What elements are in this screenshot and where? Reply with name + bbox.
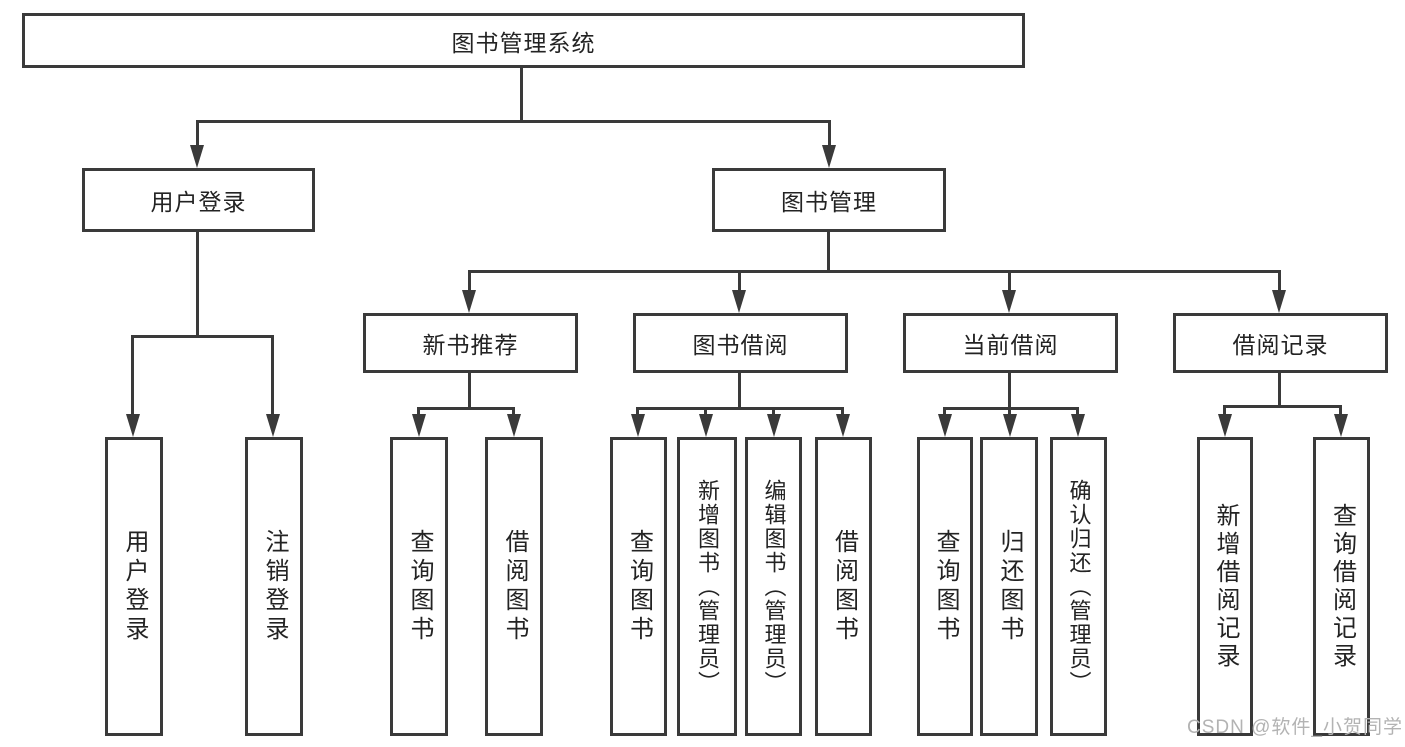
arrow-down-icon	[631, 414, 645, 437]
arrow-down-icon	[1218, 414, 1232, 437]
arrow-down-icon	[732, 290, 746, 313]
arrow-down-icon	[462, 290, 476, 313]
connector-user-login-split	[132, 335, 274, 338]
connector-stem-leaf	[271, 335, 274, 415]
connector-book-management-drop	[827, 232, 830, 270]
node-user-login-label: 用户登录	[150, 189, 247, 215]
leaf-query-books-current-label: 查询图书	[932, 528, 959, 645]
arrow-down-icon	[412, 414, 426, 437]
arrow-down-icon	[1002, 290, 1016, 313]
arrow-down-icon	[1334, 414, 1348, 437]
connector-new-book-drop	[468, 373, 471, 407]
arrow-down-icon	[836, 414, 850, 437]
csdn-watermark: CSDN @软件_小贺同学	[1187, 717, 1403, 738]
leaf-return-books: 归还图书	[980, 437, 1038, 736]
arrow-down-icon	[266, 414, 280, 437]
arrow-down-icon	[1272, 290, 1286, 313]
connector-stem-leaf	[943, 407, 946, 417]
connector-stem-leaf	[417, 407, 420, 417]
connector-borrow-record-drop	[1278, 373, 1281, 405]
node-book-management-label: 图书管理	[781, 189, 877, 215]
node-library-management-system: 图书管理系统	[22, 13, 1025, 68]
node-borrow-record-label: 借阅记录	[1232, 332, 1329, 358]
leaf-query-books-newbook-label: 查询图书	[406, 528, 433, 645]
leaf-user-login: 用户登录	[105, 437, 163, 736]
leaf-logout-login: 注销登录	[245, 437, 303, 736]
connector-root-split	[197, 120, 831, 123]
connector-current-borrow-split	[944, 407, 1078, 410]
node-new-book-recommend-label: 新书推荐	[422, 332, 519, 358]
arrow-down-icon	[767, 414, 781, 437]
connector-current-borrow-drop	[1008, 373, 1011, 407]
connector-book-borrow-drop	[738, 373, 741, 407]
connector-new-book-split	[418, 407, 515, 410]
connector-stem-new-book	[468, 270, 471, 292]
leaf-borrow-books: 借阅图书	[815, 437, 872, 736]
node-book-management: 图书管理	[712, 168, 946, 232]
leaf-borrow-books-newbook-label: 借阅图书	[501, 528, 528, 645]
arrow-down-icon	[699, 414, 713, 437]
connector-stem-borrow-record	[1278, 270, 1281, 292]
leaf-confirm-return-admin: 确认归还（管理员）	[1050, 437, 1107, 736]
leaf-add-books-admin: 新增图书（管理员）	[677, 437, 737, 736]
connector-stem-leaf	[772, 407, 775, 417]
leaf-logout-login-label: 注销登录	[261, 528, 288, 645]
leaf-add-borrow-record: 新增借阅记录	[1197, 437, 1253, 736]
leaf-query-books-borrow: 查询图书	[610, 437, 667, 736]
leaf-return-books-label: 归还图书	[996, 528, 1023, 645]
arrow-down-icon	[126, 414, 140, 437]
connector-stem-book-management	[828, 120, 831, 147]
connector-stem-leaf	[704, 407, 707, 417]
connector-level3-split	[469, 270, 1281, 273]
leaf-query-books-borrow-label: 查询图书	[625, 528, 653, 645]
leaf-edit-books-admin-label: 编辑图书（管理员）	[761, 478, 787, 695]
node-borrow-record: 借阅记录	[1173, 313, 1388, 373]
leaf-query-books-current: 查询图书	[917, 437, 973, 736]
node-book-borrow: 图书借阅	[633, 313, 848, 373]
connector-stem-leaf	[1223, 405, 1226, 417]
node-current-borrow-label: 当前借阅	[962, 332, 1059, 358]
connector-stem-leaf	[1008, 407, 1011, 417]
connector-stem-leaf	[1076, 407, 1079, 417]
connector-stem-leaf	[841, 407, 844, 417]
connector-stem-leaf	[636, 407, 639, 417]
connector-stem-user-login	[196, 120, 199, 147]
leaf-query-borrow-record-label: 查询借阅记录	[1328, 502, 1356, 671]
connector-stem-leaf	[512, 407, 515, 417]
leaf-query-books-newbook: 查询图书	[390, 437, 448, 736]
connector-book-borrow-split	[637, 407, 844, 410]
arrow-down-icon	[507, 414, 521, 437]
node-current-borrow: 当前借阅	[903, 313, 1118, 373]
connector-stem-leaf	[1339, 405, 1342, 417]
connector-stem-current-borrow	[1008, 270, 1011, 292]
leaf-edit-books-admin: 编辑图书（管理员）	[745, 437, 802, 736]
arrow-down-icon	[938, 414, 952, 437]
arrow-down-icon	[1071, 414, 1085, 437]
node-new-book-recommend: 新书推荐	[363, 313, 578, 373]
leaf-user-login-label: 用户登录	[121, 528, 148, 645]
node-book-borrow-label: 图书借阅	[692, 332, 789, 358]
connector-root-drop	[520, 68, 523, 120]
connector-user-login-drop	[196, 232, 199, 335]
leaf-borrow-books-label: 借阅图书	[830, 528, 858, 645]
arrow-down-icon	[1003, 414, 1017, 437]
leaf-query-borrow-record: 查询借阅记录	[1313, 437, 1370, 736]
leaf-borrow-books-newbook: 借阅图书	[485, 437, 543, 736]
connector-stem-leaf	[131, 335, 134, 415]
connector-stem-book-borrow	[738, 270, 741, 292]
arrow-down-icon	[822, 145, 836, 168]
arrow-down-icon	[190, 145, 204, 168]
connector-borrow-record-split	[1224, 405, 1341, 408]
leaf-add-books-admin-label: 新增图书（管理员）	[695, 478, 720, 695]
leaf-confirm-return-admin-label: 确认归还（管理员）	[1066, 478, 1092, 695]
node-user-login: 用户登录	[82, 168, 315, 232]
leaf-add-borrow-record-label: 新增借阅记录	[1212, 502, 1239, 671]
node-library-management-system-label: 图书管理系统	[451, 29, 596, 56]
